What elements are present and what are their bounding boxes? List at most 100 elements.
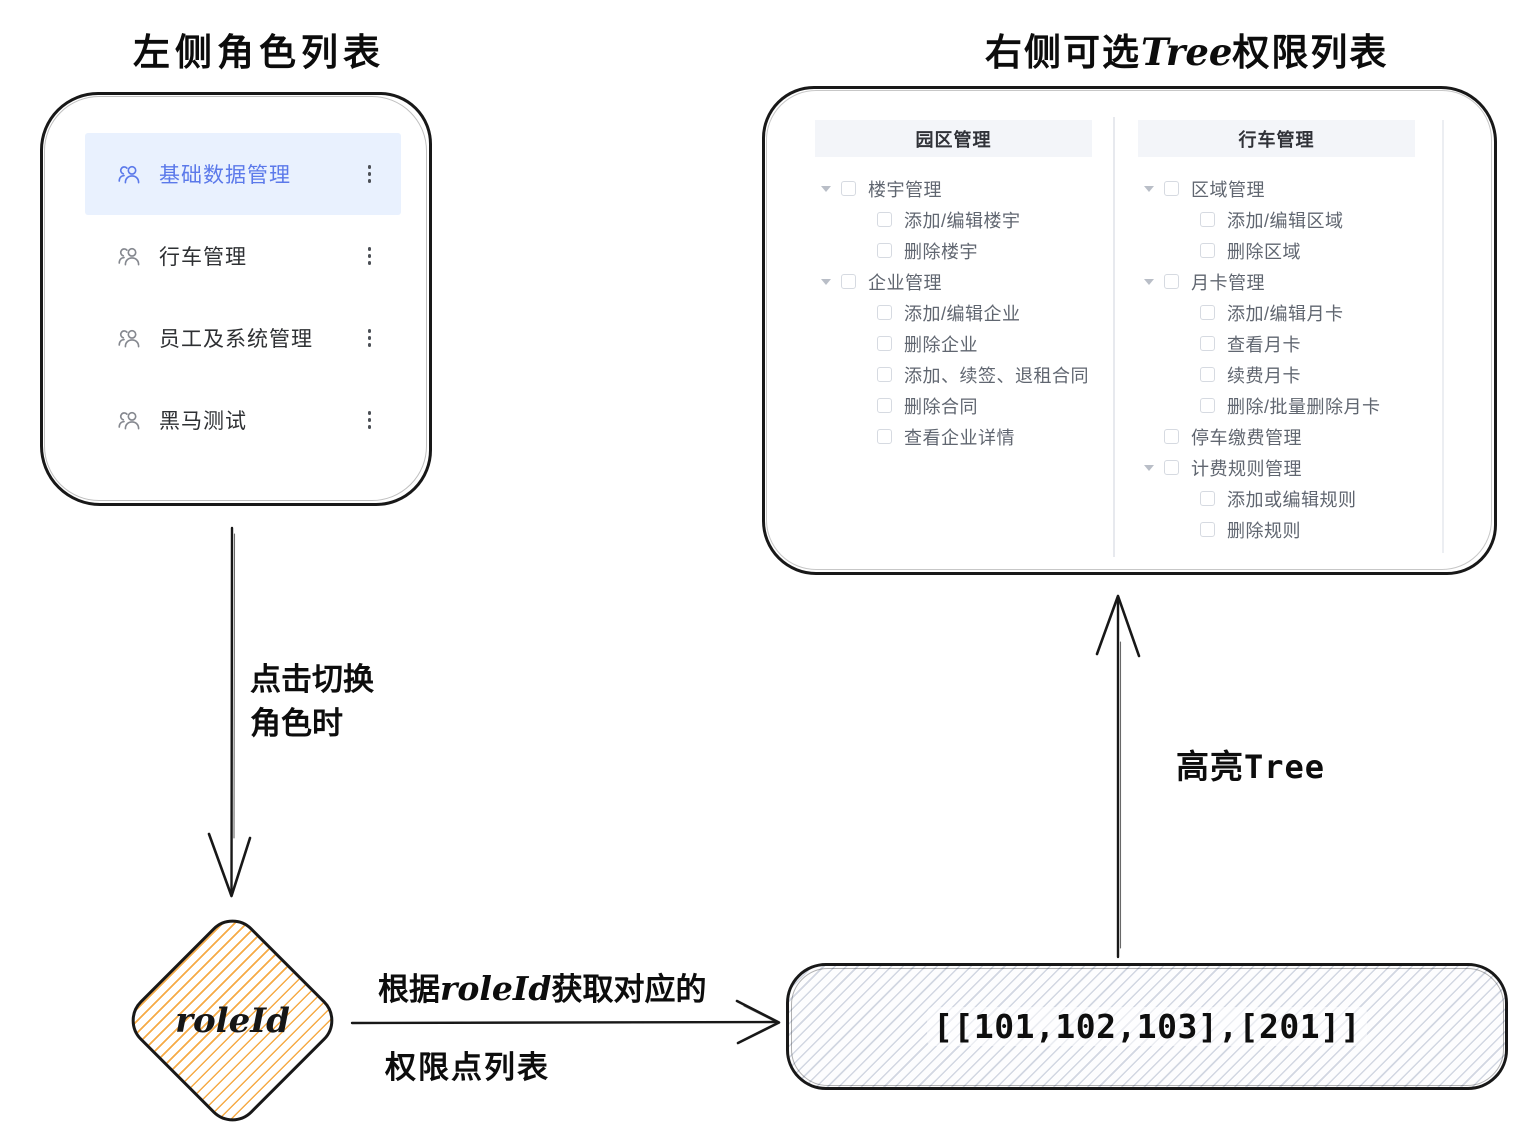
tree-row-label: 删除企业: [904, 334, 978, 355]
column-divider: [1113, 117, 1115, 557]
tree-row[interactable]: 查看月卡: [1138, 328, 1430, 359]
tree-row[interactable]: 计费规则管理: [1138, 452, 1430, 483]
kebab-menu-icon[interactable]: [364, 161, 376, 187]
tree-checkbox[interactable]: [1200, 491, 1215, 506]
tree-row-label: 删除楼宇: [904, 241, 978, 262]
tree-checkbox[interactable]: [1164, 274, 1179, 289]
team-icon: [118, 165, 140, 183]
tree-row-label: 楼宇管理: [868, 179, 942, 200]
tree-row-label: 添加、续签、退租合同: [904, 365, 1089, 386]
role-item-0[interactable]: 基础数据管理: [85, 133, 401, 215]
caret-down-icon[interactable]: [1143, 185, 1156, 193]
tree-row-label: 计费规则管理: [1191, 458, 1302, 479]
tree-row-label: 企业管理: [868, 272, 942, 293]
tree-row[interactable]: 添加/编辑楼宇: [815, 204, 1107, 235]
tree-checkbox[interactable]: [1164, 181, 1179, 196]
highlight-tree-label: 高亮Tree: [1176, 740, 1325, 788]
kebab-menu-icon[interactable]: [364, 243, 376, 269]
role-item-2[interactable]: 员工及系统管理: [85, 297, 401, 379]
tree-row[interactable]: 删除合同: [815, 390, 1107, 421]
tree-checkbox[interactable]: [877, 429, 892, 444]
permission-tree-panel: 园区管理 楼宇管理 添加/编辑楼宇 删除楼宇 企业管理 添加/编辑企业 删除企业…: [762, 86, 1497, 575]
tree-checkbox[interactable]: [841, 181, 856, 196]
tree-checkbox[interactable]: [877, 212, 892, 227]
role-item-3[interactable]: 黑马测试: [85, 379, 401, 461]
tree-checkbox[interactable]: [1200, 336, 1215, 351]
tree-row-label: 查看月卡: [1227, 334, 1301, 355]
tree-checkbox[interactable]: [877, 367, 892, 382]
tree-checkbox[interactable]: [877, 336, 892, 351]
tree-row[interactable]: 删除楼宇: [815, 235, 1107, 266]
caret-down-icon[interactable]: [820, 185, 833, 193]
tree-checkbox[interactable]: [1200, 367, 1215, 382]
tree-row[interactable]: 添加/编辑月卡: [1138, 297, 1430, 328]
tree-column-driving: 行车管理 区域管理 添加/编辑区域 删除区域 月卡管理 添加/编辑月卡 查看月卡…: [1138, 89, 1430, 572]
tree-row-label: 查看企业详情: [904, 427, 1015, 448]
tree-checkbox[interactable]: [1200, 212, 1215, 227]
role-item-label: 黑马测试: [159, 410, 247, 433]
tree-row[interactable]: 查看企业详情: [815, 421, 1107, 452]
permission-list-label: 权限点列表: [385, 1050, 550, 1085]
click-switch-line1: 点击切换: [250, 662, 374, 697]
tree-row[interactable]: 楼宇管理: [815, 173, 1107, 204]
team-icon: [118, 329, 140, 347]
team-icon: [118, 247, 140, 265]
tree-checkbox[interactable]: [841, 274, 856, 289]
tree-row[interactable]: 添加、续签、退租合同: [815, 359, 1107, 390]
team-icon: [118, 411, 140, 429]
panel-edge-line: [1442, 120, 1444, 553]
tree-row-label: 添加或编辑规则: [1227, 489, 1357, 510]
tree-checkbox[interactable]: [1200, 398, 1215, 413]
tree-checkbox[interactable]: [877, 305, 892, 320]
tree-items: 区域管理 添加/编辑区域 删除区域 月卡管理 添加/编辑月卡 查看月卡 续费月卡…: [1138, 173, 1430, 545]
role-list: 基础数据管理 行车管理 员工及系统管理 黑马测试: [85, 133, 401, 461]
tree-row[interactable]: 续费月卡: [1138, 359, 1430, 390]
role-item-label: 员工及系统管理: [159, 328, 313, 351]
tree-row-label: 区域管理: [1191, 179, 1265, 200]
tree-row-label: 添加/编辑月卡: [1227, 303, 1344, 324]
role-item-1[interactable]: 行车管理: [85, 215, 401, 297]
caret-down-icon[interactable]: [1143, 464, 1156, 472]
tree-checkbox[interactable]: [877, 243, 892, 258]
tree-row[interactable]: 添加/编辑企业: [815, 297, 1107, 328]
kebab-menu-icon[interactable]: [364, 407, 376, 433]
roleid-diamond-label: roleId: [175, 1000, 290, 1041]
tree-row[interactable]: 停车缴费管理: [1138, 421, 1430, 452]
tree-row[interactable]: 区域管理: [1138, 173, 1430, 204]
caret-down-icon[interactable]: [820, 278, 833, 286]
highlight-label-cn: 高亮: [1176, 748, 1244, 785]
tree-checkbox[interactable]: [1164, 429, 1179, 444]
tree-row[interactable]: 企业管理: [815, 266, 1107, 297]
tree-row[interactable]: 添加/编辑区域: [1138, 204, 1430, 235]
tree-checkbox[interactable]: [877, 398, 892, 413]
tree-row-label: 删除区域: [1227, 241, 1301, 262]
tree-checkbox[interactable]: [1164, 460, 1179, 475]
tree-row-label: 添加/编辑楼宇: [904, 210, 1021, 231]
kebab-menu-icon[interactable]: [364, 325, 376, 351]
tree-column-header: 园区管理: [815, 120, 1092, 157]
tree-checkbox[interactable]: [1200, 305, 1215, 320]
tree-column-header: 行车管理: [1138, 120, 1415, 157]
left-panel-title: 左侧角色列表: [133, 32, 385, 73]
permission-ids-value: [[101,102,103],[201]]: [927, 1007, 1367, 1046]
tree-row[interactable]: 月卡管理: [1138, 266, 1430, 297]
click-switch-label: 点击切换 角色时: [250, 658, 374, 746]
tree-checkbox[interactable]: [1200, 522, 1215, 537]
right-title-part: 右侧可选: [985, 32, 1141, 73]
tree-row-label: 删除规则: [1227, 520, 1301, 541]
tree-checkbox[interactable]: [1200, 243, 1215, 258]
tree-row-label: 删除/批量删除月卡: [1227, 396, 1381, 417]
tree-row[interactable]: 添加或编辑规则: [1138, 483, 1430, 514]
caret-down-icon[interactable]: [1143, 278, 1156, 286]
tree-row-label: 停车缴费管理: [1191, 427, 1302, 448]
fetch-label-roleid: roleId: [440, 969, 552, 1008]
tree-row[interactable]: 删除区域: [1138, 235, 1430, 266]
tree-row[interactable]: 删除规则: [1138, 514, 1430, 545]
tree-row[interactable]: 删除/批量删除月卡: [1138, 390, 1430, 421]
tree-row[interactable]: 删除企业: [815, 328, 1107, 359]
tree-column-park: 园区管理 楼宇管理 添加/编辑楼宇 删除楼宇 企业管理 添加/编辑企业 删除企业…: [815, 89, 1107, 572]
right-title-part: 权限列表: [1232, 32, 1389, 73]
arrow-roles-to-roleid: [230, 526, 234, 896]
tree-row-label: 删除合同: [904, 396, 978, 417]
